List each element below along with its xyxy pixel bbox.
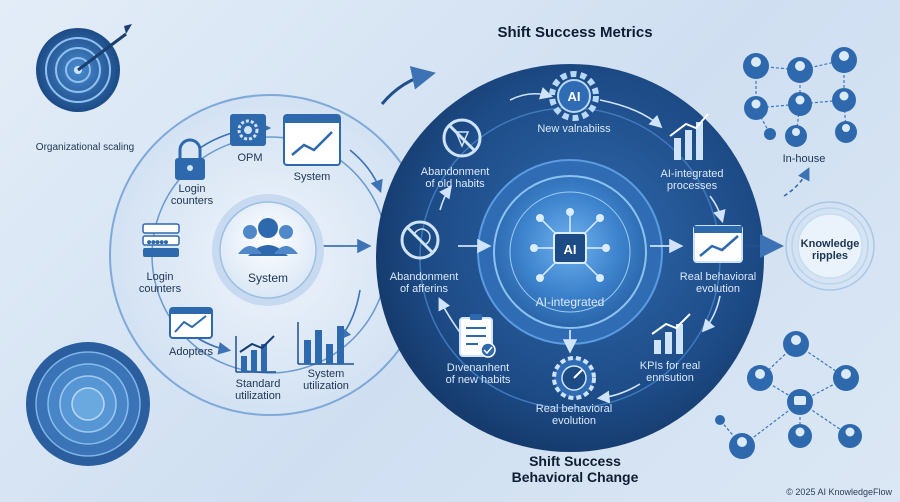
label-line: of new habits [445, 374, 511, 386]
growth-chart-icon [651, 313, 691, 354]
chart-window-icon [169, 307, 213, 339]
target-icon [36, 24, 132, 112]
clipboard-check-icon [459, 314, 496, 358]
trend-window-icon [693, 225, 743, 263]
kpis-label: KPIs for real ennsution [640, 360, 701, 384]
system-utilization-label: System utilization [303, 368, 349, 392]
login-counters-label: Login counters [171, 183, 213, 207]
label-line: Abandonment [389, 271, 459, 283]
label-line: Login [178, 183, 206, 195]
people-network-bottom [715, 331, 862, 459]
top-ai-text: AI [568, 89, 581, 104]
chart-window-icon [283, 114, 341, 166]
page-title: Shift Success Metrics [497, 24, 653, 41]
organizational-scaling-label: Organizational scaling [35, 142, 135, 153]
cycle-arrow [349, 149, 383, 194]
label-line: of old habits [425, 178, 485, 190]
gear-icon [230, 114, 266, 146]
label-line: AI-integrated [660, 168, 724, 180]
label-line: Dıvenanhent [446, 362, 510, 374]
abandonment-afferins-label: Abandonment of afferins [390, 271, 459, 295]
ai-chip-icon [530, 208, 610, 282]
ai-gear-icon [549, 71, 599, 121]
label-line: ennsution [646, 372, 694, 384]
real-behavioral-evolution-label: Real behavioral evolution [680, 271, 756, 295]
adopters-label: Adopters [168, 346, 214, 358]
label-line: evolution [695, 283, 741, 295]
new-values-label: New valnabiiss [537, 123, 611, 135]
login-counters-label: Login counters [139, 271, 181, 295]
lock-icon [175, 138, 205, 180]
label-line: counters [138, 283, 182, 295]
login-form-icon: ●●●●● [142, 223, 180, 257]
copyright: © 2025 AI KnowledgeFlow [786, 487, 892, 497]
label-line: Real behavioral [535, 403, 613, 415]
prohibited-icon [400, 220, 440, 260]
ai-integrated-core-label: AI-integrated [535, 295, 605, 309]
label-line: of afferins [399, 283, 449, 295]
footer-title-line1: Shift Success [529, 453, 621, 469]
growth-chart-icon [669, 113, 709, 160]
knowledge-ripple-badge [785, 201, 875, 291]
real-behavioral-evolution-bottom-label: Real behavioral evolution [536, 403, 612, 427]
bar-chart-icon [297, 322, 354, 365]
label-line: evolution [551, 415, 597, 427]
footer-title: Shift Success Behavioral Change [512, 453, 639, 485]
label-line: Standard [235, 378, 281, 390]
footer-title-line2: Behavioral Change [511, 469, 639, 485]
knowledge-ripples-label: Knowledge ripples [801, 238, 860, 262]
new-habits-label: Dıvenanhent of new habits [446, 362, 511, 386]
gauge-icon [552, 356, 596, 400]
label-line: KPIs for real [639, 360, 701, 372]
standard-utilization-label: Standard utilization [235, 378, 281, 402]
label-line: counters [170, 195, 214, 207]
line-bar-chart-icon [235, 335, 276, 373]
core-ai-text: AI [564, 242, 577, 257]
svg-text:●●●●●: ●●●●● [147, 238, 169, 246]
connector-arrow [380, 66, 436, 105]
label-line: processes [666, 180, 718, 192]
label-line: utilization [235, 390, 281, 402]
ai-integrated-processes-label: AI-integrated processes [661, 168, 724, 192]
opm-label: OPM [237, 152, 263, 164]
label-line: Knowledge [800, 238, 860, 250]
label-line: Real behavioral [679, 271, 757, 283]
connector-arrow [783, 167, 810, 197]
system-node [212, 194, 324, 306]
prohibited-icon [442, 118, 482, 158]
label-line: utilization [303, 380, 349, 392]
system-center-label: System [247, 271, 289, 285]
abandonment-old-habits-label: Abandonment of old habits [421, 166, 490, 190]
cycle-arrow [599, 99, 663, 129]
people-network-top [743, 47, 857, 147]
cycle-arrow [709, 195, 726, 224]
cycle-arrow [701, 295, 721, 333]
system-label: System [293, 171, 331, 183]
label-line: ripples [811, 250, 849, 262]
label-line: Login [146, 271, 174, 283]
label-line: Abandonment [420, 166, 490, 178]
label-line: System [307, 368, 345, 380]
cycle-arrow [439, 185, 452, 211]
cycle-arrow [509, 87, 554, 101]
ripple-target-icon [26, 342, 150, 466]
cycle-arrow [596, 383, 641, 404]
in-house-label: In-house [782, 153, 826, 165]
